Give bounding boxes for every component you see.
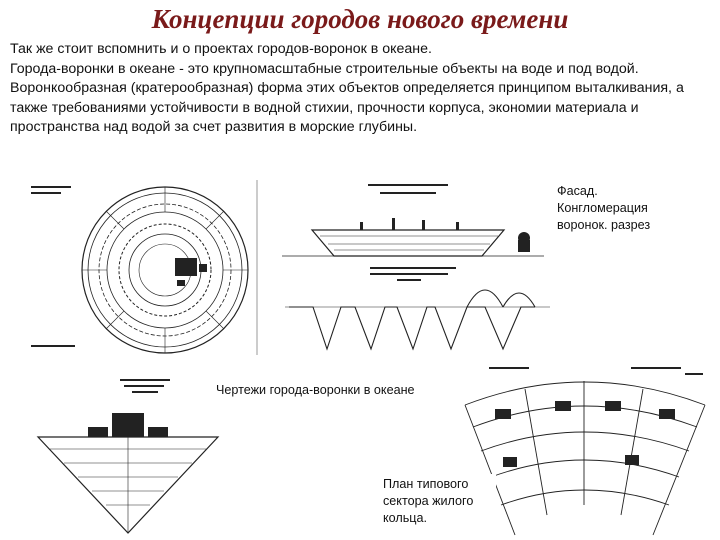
sector-caption-line-1: План типового	[383, 477, 469, 491]
facade-caption-line-2: Конгломерация	[557, 201, 648, 215]
sector-caption-line-2: сектора жилого	[383, 494, 474, 508]
paragraph-line-1: Так же стоит вспомнить и о проектах горо…	[10, 41, 432, 57]
slide-title: Концепции городов нового времени	[151, 4, 569, 34]
sector-plan-caption: План типового сектора жилого кольца.	[380, 474, 496, 529]
facade-caption: Фасад. Конгломерация воронок. разрез	[557, 183, 687, 234]
sector-caption-line-3: кольца.	[383, 511, 428, 525]
funnel-cross-section-drawing	[36, 379, 220, 534]
conglomeration-section-drawing	[285, 267, 550, 351]
facade-drawing	[282, 184, 544, 257]
intro-paragraph: Так же стоит вспомнить и о проектах горо…	[10, 40, 715, 138]
residential-sector-plan-drawing	[464, 367, 706, 536]
drawings-caption: Чертежи города-воронки в океане	[214, 381, 417, 400]
facade-caption-line-1: Фасад.	[557, 184, 598, 198]
paragraph-line-2: Города-воронки в океане - это крупномасш…	[10, 60, 684, 136]
facade-caption-line-3: воронок. разрез	[557, 218, 651, 232]
circular-city-plan-drawing	[31, 180, 258, 355]
